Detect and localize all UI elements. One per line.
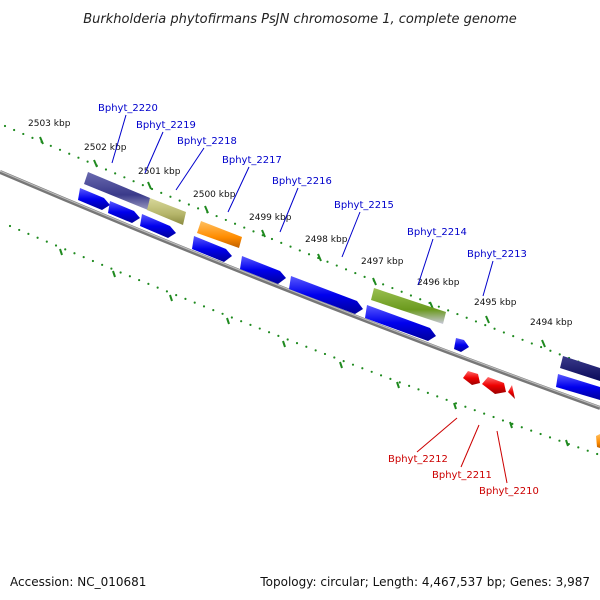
- tick-mark: [147, 181, 152, 190]
- cds-arrow-fwd[interactable]: [140, 214, 176, 238]
- gene-label-bphyt-2213[interactable]: Bphyt_2213: [467, 249, 527, 260]
- cds-arrow-fwd[interactable]: [192, 236, 232, 262]
- tick-mark: [261, 229, 266, 238]
- cds-arrow-fwd[interactable]: [108, 201, 140, 223]
- leader-line: [227, 166, 250, 213]
- leader-line: [417, 238, 434, 286]
- outer-scale-dots: [3, 124, 600, 372]
- feature-bphyt-2219[interactable]: [147, 198, 186, 225]
- feature-bphyt-2214[interactable]: [371, 288, 446, 324]
- scale-label: 2501 kbp: [138, 167, 181, 177]
- leader-line: [482, 260, 494, 297]
- chromosome-backbone-highlight: [0, 170, 600, 408]
- gene-label-bphyt-2216[interactable]: Bphyt_2216: [272, 176, 332, 187]
- map-title: Burkholderia phytofirmans PsJN chromosom…: [83, 12, 517, 27]
- cds-arrow-fwd[interactable]: [240, 256, 286, 284]
- tick-mark: [169, 294, 173, 302]
- tick-mark: [509, 421, 513, 429]
- tick-mark: [485, 315, 490, 324]
- feature-right-edge-orange[interactable]: [596, 434, 600, 448]
- gene-label-bphyt-2214[interactable]: Bphyt_2214: [407, 227, 467, 238]
- scale-label: 2497 kbp: [361, 257, 404, 267]
- leader-line: [144, 131, 164, 174]
- tick-mark: [226, 317, 230, 325]
- leader-line: [496, 430, 508, 484]
- tick-mark: [372, 277, 377, 286]
- tick-mark: [112, 270, 116, 278]
- leader-line: [416, 417, 458, 453]
- leader-line: [111, 114, 127, 164]
- tick-mark: [339, 361, 343, 369]
- outer-ticks: [39, 136, 546, 348]
- scale-label: 2494 kbp: [530, 318, 573, 328]
- tick-mark: [541, 339, 546, 348]
- tick-mark: [39, 136, 44, 145]
- tick-mark: [204, 205, 209, 214]
- scale-label: 2503 kbp: [28, 119, 71, 129]
- leader-line: [341, 211, 361, 258]
- tick-mark: [453, 402, 457, 410]
- cds-arrow-fwd[interactable]: [365, 305, 436, 341]
- leader-line: [279, 187, 299, 233]
- scale-label: 2495 kbp: [474, 298, 517, 308]
- gene-label-bphyt-2220[interactable]: Bphyt_2220: [98, 103, 158, 114]
- tick-mark: [317, 253, 322, 262]
- cds-arrow-rev[interactable]: [482, 377, 506, 394]
- cds-arrow-fwd[interactable]: [289, 276, 363, 314]
- inner-scale-dots: [8, 224, 600, 457]
- feature-bphyt-2220[interactable]: [84, 172, 150, 210]
- scale-label: 2499 kbp: [249, 213, 292, 223]
- leader-line: [460, 424, 480, 468]
- cds-arrow-fwd[interactable]: [454, 338, 469, 352]
- gene-label-bphyt-2212[interactable]: Bphyt_2212: [388, 454, 448, 465]
- tick-mark: [396, 381, 400, 389]
- gene-label-bphyt-2211[interactable]: Bphyt_2211: [432, 470, 492, 481]
- tick-mark: [282, 340, 286, 348]
- leader-line: [175, 147, 205, 191]
- gene-label-bphyt-2210[interactable]: Bphyt_2210: [479, 486, 539, 497]
- feature-right-edge[interactable]: [560, 356, 600, 381]
- scale-label: 2496 kbp: [417, 278, 460, 288]
- cds-arrow-rev[interactable]: [463, 371, 480, 385]
- cds-arrow-fwd[interactable]: [556, 374, 600, 400]
- gene-label-bphyt-2217[interactable]: Bphyt_2217: [222, 155, 282, 166]
- tick-mark: [59, 248, 63, 256]
- tick-mark: [565, 439, 569, 447]
- genome-stats-label: Topology: circular; Length: 4,467,537 bp…: [259, 575, 590, 589]
- feature-bphyt-2218[interactable]: [197, 221, 242, 248]
- cds-arrow-fwd[interactable]: [78, 188, 110, 210]
- scale-label: 2500 kbp: [193, 190, 236, 200]
- scale-label: 2502 kbp: [84, 143, 127, 153]
- cds-arrow-rev[interactable]: [508, 385, 515, 399]
- gene-label-bphyt-2218[interactable]: Bphyt_2218: [177, 136, 237, 147]
- inner-ticks: [59, 248, 569, 447]
- gene-label-bphyt-2215[interactable]: Bphyt_2215: [334, 200, 394, 211]
- tick-mark: [93, 159, 98, 168]
- chromosome-backbone: [0, 170, 600, 410]
- scale-label: 2498 kbp: [305, 235, 348, 245]
- accession-label: Accession: NC_010681: [10, 575, 146, 589]
- gene-label-bphyt-2219[interactable]: Bphyt_2219: [136, 120, 196, 131]
